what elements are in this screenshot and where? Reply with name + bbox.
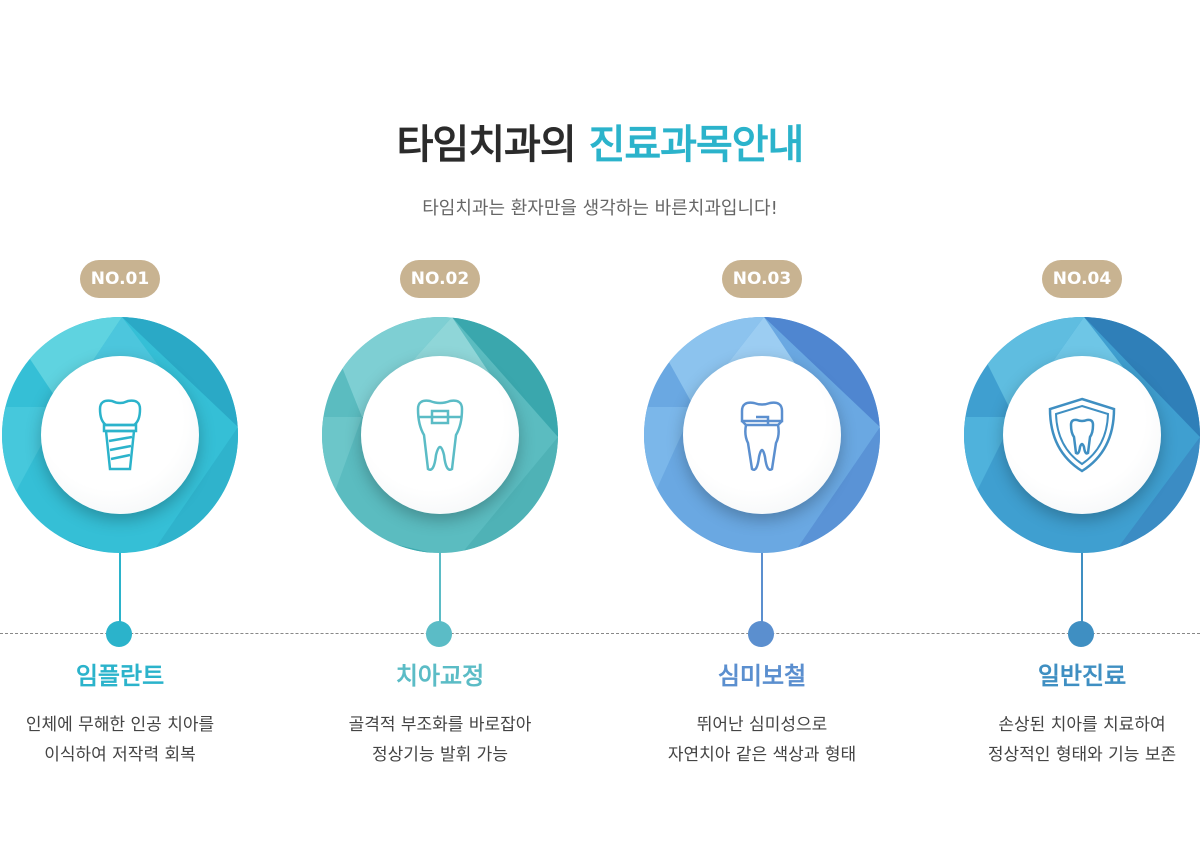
icon-circle [361,356,519,514]
service-name: 심미보철 [717,662,807,690]
page-subtitle: 타임치과는 환자만을 생각하는 바른치과입니다! [422,198,778,219]
number-badge: NO.03 [722,260,802,298]
connector-line [119,553,121,623]
service-name: 일반진료 [1037,662,1127,690]
description-line-1: 골격적 부조화를 바로잡아 [348,715,532,735]
timeline-node [1068,621,1094,647]
shield-tooth-icon [1048,397,1116,473]
page-title: 타임치과의 진료과목안내 [0,112,1200,170]
icon-circle [41,356,199,514]
timeline-dashed-line [0,633,1200,634]
connector-line [439,553,441,623]
title-main: 타임치과의 [396,122,577,168]
number-badge: NO.02 [400,260,480,298]
timeline-node [426,621,452,647]
service-name: 임플란트 [75,662,165,690]
description-line-2: 이식하여 저작력 회복 [44,745,196,765]
service-description: 뛰어난 심미성으로 자연치아 같은 색상과 형태 [622,710,902,770]
service-name: 치아교정 [395,662,485,690]
service-description: 골격적 부조화를 바로잡아 정상기능 발휘 가능 [300,710,580,770]
crown-tooth-icon [740,401,784,471]
service-description: 손상된 치아를 치료하여 정상적인 형태와 기능 보존 [942,710,1200,770]
connector-line [1081,553,1083,623]
description-line-1: 손상된 치아를 치료하여 [998,715,1166,735]
icon-circle [1003,356,1161,514]
timeline-node [748,621,774,647]
description-line-1: 뛰어난 심미성으로 [696,715,828,735]
number-badge: NO.01 [80,260,160,298]
service-description: 인체에 무해한 인공 치아를 이식하여 저작력 회복 [0,710,260,770]
implant-icon [98,399,142,471]
icon-circle [683,356,841,514]
connector-line [761,553,763,623]
braces-tooth-icon [416,399,464,471]
number-badge: NO.04 [1042,260,1122,298]
description-line-1: 인체에 무해한 인공 치아를 [25,715,215,735]
description-line-2: 정상적인 형태와 기능 보존 [987,745,1177,765]
description-line-2: 정상기능 발휘 가능 [372,745,508,765]
description-line-2: 자연치아 같은 색상과 형태 [667,745,857,765]
timeline-node [106,621,132,647]
title-accent: 진료과목안내 [588,122,805,168]
